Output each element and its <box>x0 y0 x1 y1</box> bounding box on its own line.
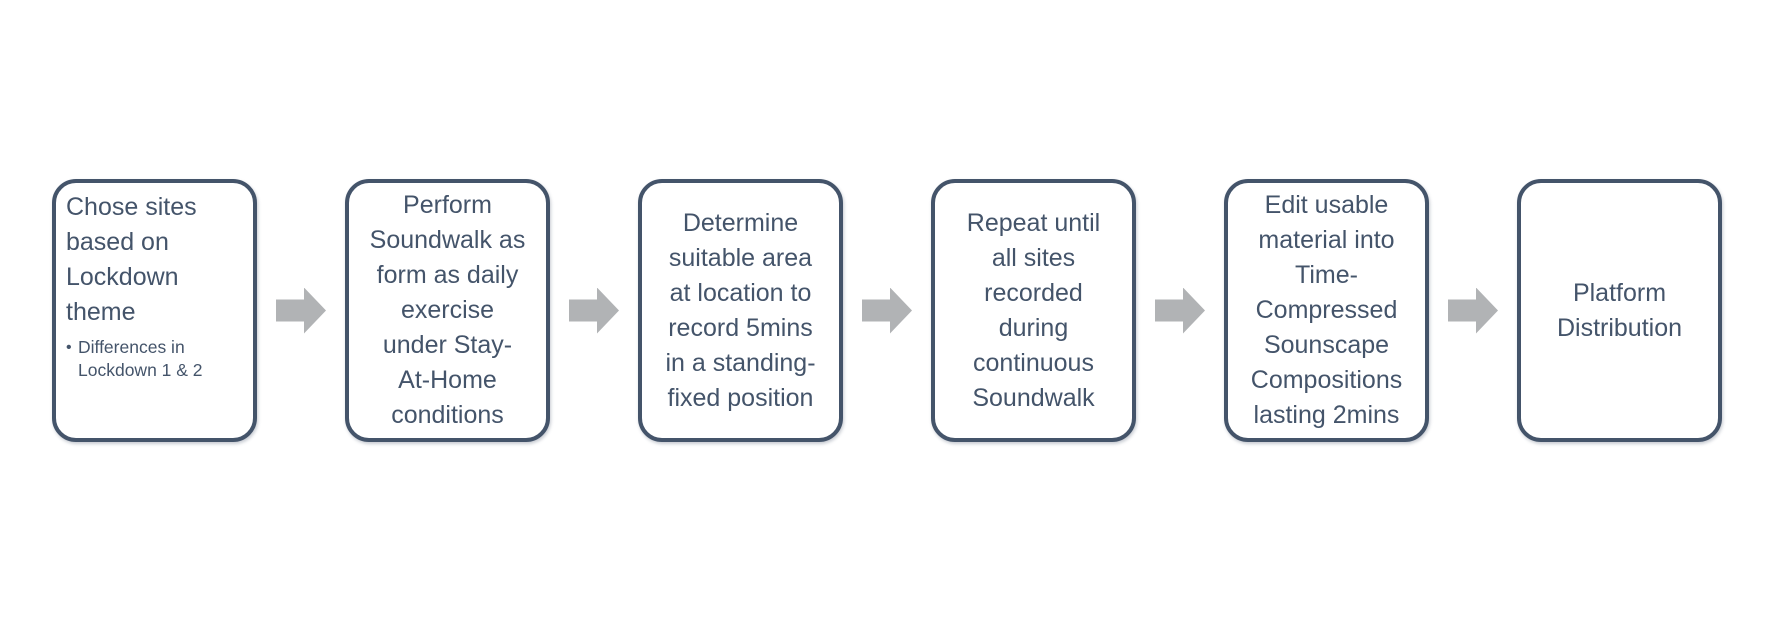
arrow-right-icon <box>1155 287 1205 334</box>
step-box-2: Perform Soundwalk as form as daily exerc… <box>345 179 550 442</box>
step-2-text: Perform Soundwalk as form as daily exerc… <box>369 191 526 429</box>
arrow-gap-2 <box>550 179 638 442</box>
step-box-1: Chose sites based on Lockdown theme • Di… <box>52 179 257 442</box>
arrow-right-icon <box>569 287 619 334</box>
arrow-gap-5 <box>1429 179 1517 442</box>
arrow-gap-1 <box>257 179 345 442</box>
arrow-gap-4 <box>1136 179 1224 442</box>
arrow-right-icon <box>276 287 326 334</box>
step-6-text: Platform Distribution <box>1556 278 1683 342</box>
step-box-5: Edit usable material into Time- Compress… <box>1224 179 1429 442</box>
step-1-title: Chose sites based on Lockdown theme <box>66 193 197 326</box>
arrow-right-icon <box>1448 287 1498 334</box>
arrow-gap-3 <box>843 179 931 442</box>
step-3-text: Determine suitable area at location to r… <box>665 208 816 412</box>
step-1-bullet-text: Differences in Lockdown 1 & 2 <box>78 337 203 380</box>
step-box-4: Repeat until all sites recorded during c… <box>931 179 1136 442</box>
step-4-text: Repeat until all sites recorded during c… <box>966 208 1101 412</box>
arrow-right-icon <box>862 287 912 334</box>
step-box-3: Determine suitable area at location to r… <box>638 179 843 442</box>
step-5-text: Edit usable material into Time- Compress… <box>1250 191 1403 429</box>
step-1-bullet-item: • Differences in Lockdown 1 & 2 <box>66 336 203 382</box>
step-box-6: Platform Distribution <box>1517 179 1722 442</box>
bullet-icon: • <box>66 339 72 356</box>
flow-row: Chose sites based on Lockdown theme • Di… <box>52 179 1722 442</box>
